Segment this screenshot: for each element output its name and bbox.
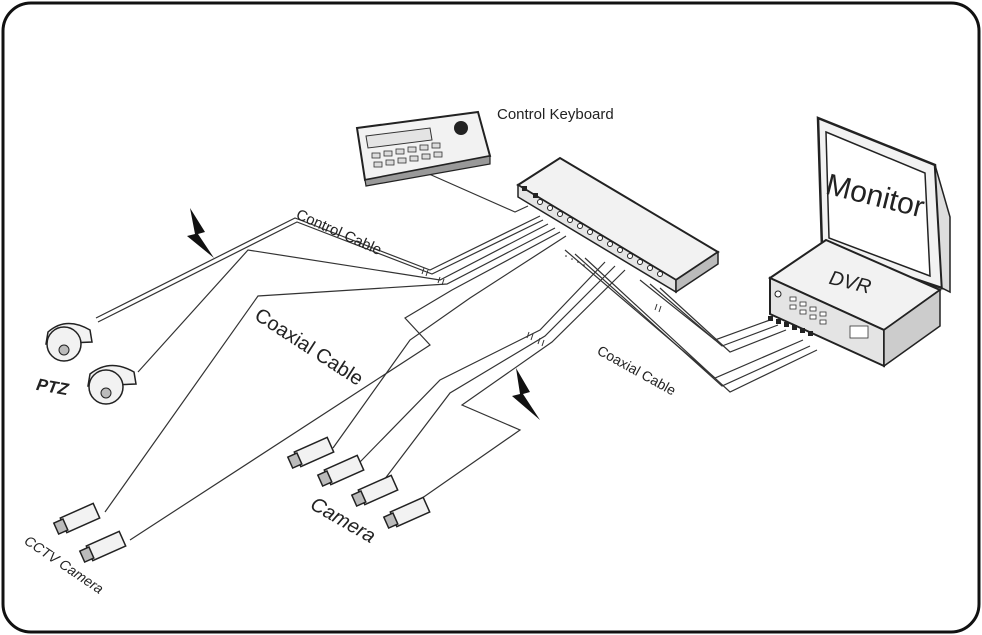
coax-cctv2 (129, 231, 561, 541)
monitor-icon (816, 116, 951, 294)
box-camera-icon (52, 502, 101, 536)
box-camera-icon (350, 474, 399, 508)
coax-dvr-3 (584, 257, 818, 393)
keyboard-cable (419, 169, 529, 213)
control-cable-ptz1 (95, 215, 541, 319)
lightning-bolt-icon (512, 368, 540, 420)
control-cable-ptz2 (137, 223, 549, 373)
cables (95, 169, 861, 541)
coax-dvr-2 (574, 253, 811, 387)
control-keyboard-icon (355, 110, 492, 187)
control-keyboard-label: Control Keyboard (497, 106, 614, 123)
coax-cam3 (377, 265, 616, 489)
dvr-icon (767, 238, 943, 368)
coax-dvr-6 (659, 287, 787, 353)
coax-cam1 (332, 235, 567, 449)
lightning-bolt-icon (187, 208, 214, 258)
video-matrix-icon (516, 156, 720, 294)
coax-cam2 (359, 261, 606, 463)
box-camera-icon (286, 436, 335, 470)
ptz-dome-camera-icon (45, 322, 93, 362)
box-camera-icon (316, 454, 365, 488)
cable-break-marks (421, 267, 662, 347)
box-camera-icon (382, 496, 431, 530)
box-camera-icon (78, 530, 127, 564)
control-cable-ptz1-b (97, 219, 544, 323)
coax-cam4 (404, 269, 626, 511)
coax-cctv1 (104, 227, 556, 513)
coax-dvr-5 (649, 283, 779, 347)
ptz-dome-camera-icon (87, 364, 137, 405)
